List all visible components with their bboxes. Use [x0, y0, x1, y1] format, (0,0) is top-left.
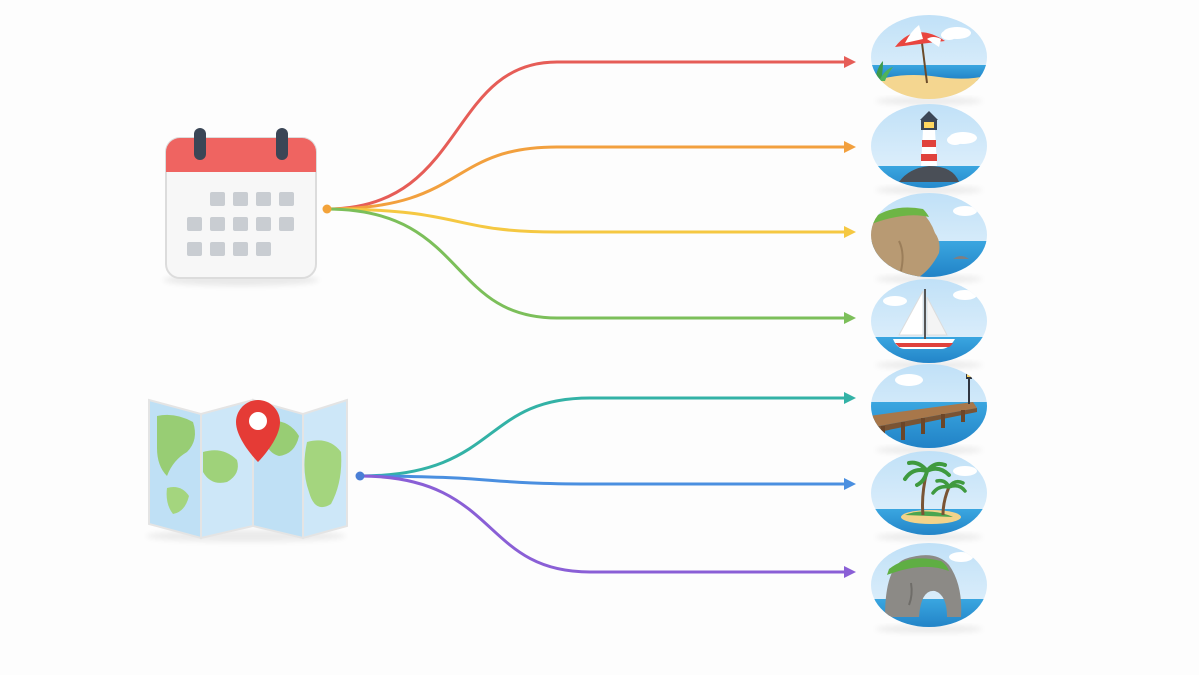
location-pin [236, 400, 280, 462]
beach-umbrella-icon [871, 15, 987, 105]
arrowhead-cliff [844, 226, 856, 238]
connector-sailboat [325, 207, 848, 320]
connectors [325, 56, 856, 578]
sea-arch-icon [871, 543, 987, 633]
connector-beach [325, 60, 848, 211]
sailboat-icon [871, 279, 987, 369]
connector-palm-island [358, 474, 848, 486]
lighthouse-icon [871, 104, 987, 194]
cliff-icon [871, 193, 987, 283]
connector-cliff [325, 207, 848, 234]
palm-island-icon [871, 451, 987, 541]
calendar-icon [163, 128, 319, 286]
pier-icon [871, 364, 987, 454]
arrowhead-sailboat [844, 312, 856, 324]
calendar-origin-dot [322, 204, 332, 214]
arrowhead-beach [844, 56, 856, 68]
connector-pier [358, 396, 848, 478]
map-pin-icon [146, 398, 348, 542]
arrowhead-sea-arch [844, 566, 856, 578]
connector-lighthouse [325, 145, 848, 211]
destinations [871, 15, 987, 633]
map-origin-dot [355, 471, 365, 481]
arrowhead-lighthouse [844, 141, 856, 153]
arrowhead-palm-island [844, 478, 856, 490]
connector-sea-arch [358, 474, 848, 574]
arrowhead-pier [844, 392, 856, 404]
